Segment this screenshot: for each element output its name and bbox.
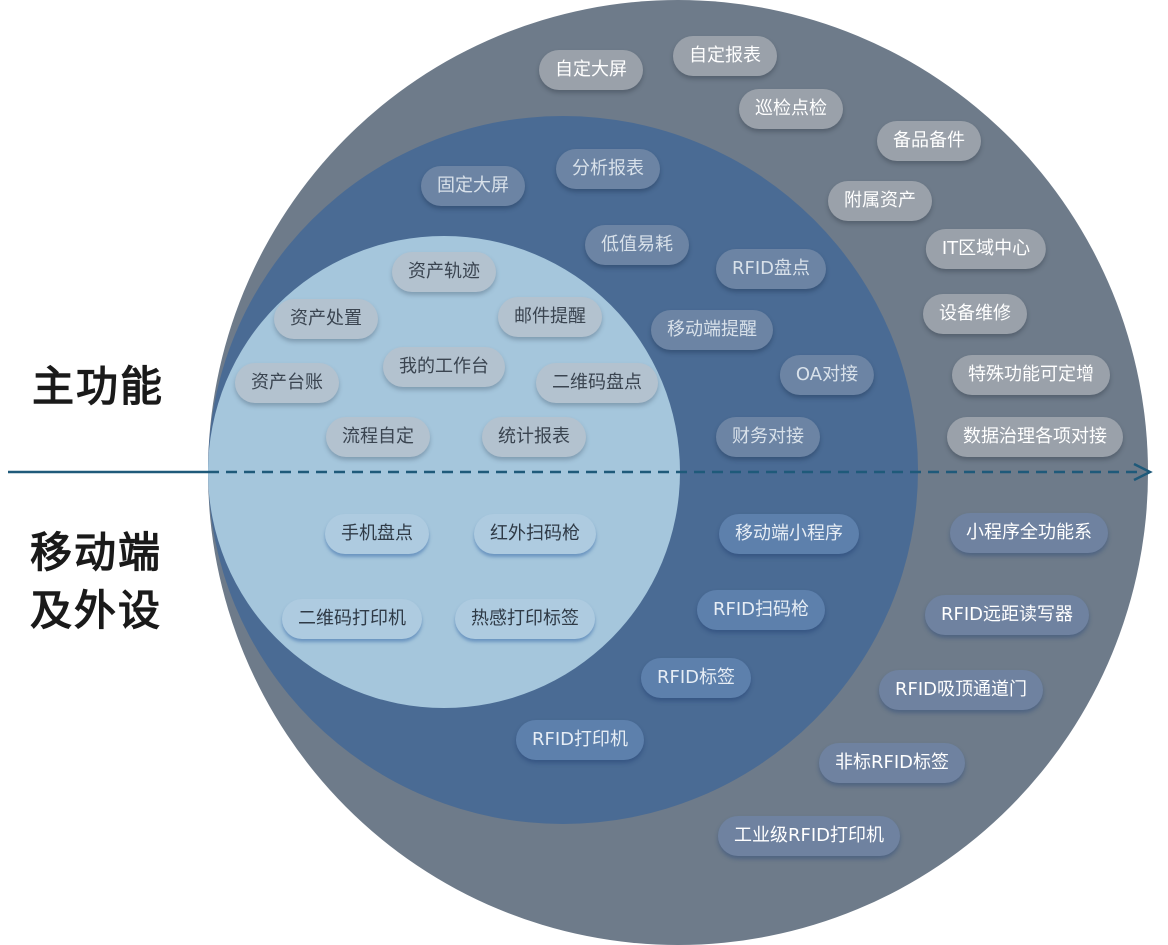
mobile-peripherals-label: 移动端 及外设 (30, 524, 162, 640)
pill-asset-ledger: 资产台账 (235, 363, 339, 403)
pill-custom-screen: 自定大屏 (539, 50, 643, 90)
pill-rfid-printer: RFID打印机 (515, 720, 645, 760)
pill-thermal-label: 热感打印标签 (455, 599, 595, 639)
pill-statistics-report: 统计报表 (482, 417, 586, 457)
pill-data-governance: 数据治理各项对接 (947, 417, 1123, 457)
pill-rfid-long-range-reader: RFID远距读写器 (924, 595, 1090, 635)
pill-qr-inventory: 二维码盘点 (536, 363, 658, 403)
pill-industrial-rfid-printer: 工业级RFID打印机 (717, 816, 901, 856)
pill-attached-assets: 附属资产 (828, 181, 932, 221)
pill-rfid-tag: RFID标签 (640, 658, 752, 698)
main-functions-text: 主功能 (32, 362, 165, 411)
arrow-head-icon (1133, 462, 1153, 482)
pill-mini-program: 移动端小程序 (719, 514, 859, 554)
pill-rfid-scanner: RFID扫码枪 (696, 590, 826, 630)
pill-phone-inventory: 手机盘点 (325, 514, 429, 554)
mobile-label-line2: 及外设 (30, 586, 163, 635)
pill-fixed-screen: 固定大屏 (421, 166, 525, 206)
pill-asset-track: 资产轨迹 (392, 252, 496, 292)
pill-special-functions: 特殊功能可定增 (952, 355, 1110, 395)
pill-rfid-ceiling-gate: RFID吸顶通道门 (878, 670, 1044, 710)
pill-mobile-reminder: 移动端提醒 (651, 310, 773, 350)
pill-custom-report: 自定报表 (673, 36, 777, 76)
pill-spare-parts: 备品备件 (877, 121, 981, 161)
pill-equipment-repair: 设备维修 (923, 294, 1027, 334)
pill-it-zone-center: IT区域中心 (925, 229, 1047, 269)
pill-nonstandard-rfid-tag: 非标RFID标签 (818, 743, 966, 783)
pill-inspection: 巡检点检 (739, 89, 843, 129)
pill-qr-printer: 二维码打印机 (282, 599, 422, 639)
pill-infrared-scanner: 红外扫码枪 (474, 514, 596, 554)
pill-analysis-report: 分析报表 (556, 149, 660, 189)
pill-low-value-consumables: 低值易耗 (585, 225, 689, 265)
pill-rfid-inventory: RFID盘点 (715, 249, 827, 289)
main-functions-label: 主功能 (32, 358, 164, 416)
pill-mini-program-full: 小程序全功能系 (950, 513, 1108, 553)
pill-asset-disposal: 资产处置 (274, 299, 378, 339)
pill-my-workbench: 我的工作台 (383, 347, 505, 387)
pill-workflow-custom: 流程自定 (326, 417, 430, 457)
pill-email-reminder: 邮件提醒 (498, 297, 602, 337)
pill-finance-integration: 财务对接 (716, 417, 820, 457)
mobile-label-line1: 移动端 (30, 528, 163, 577)
pill-oa-integration: OA对接 (779, 355, 875, 395)
